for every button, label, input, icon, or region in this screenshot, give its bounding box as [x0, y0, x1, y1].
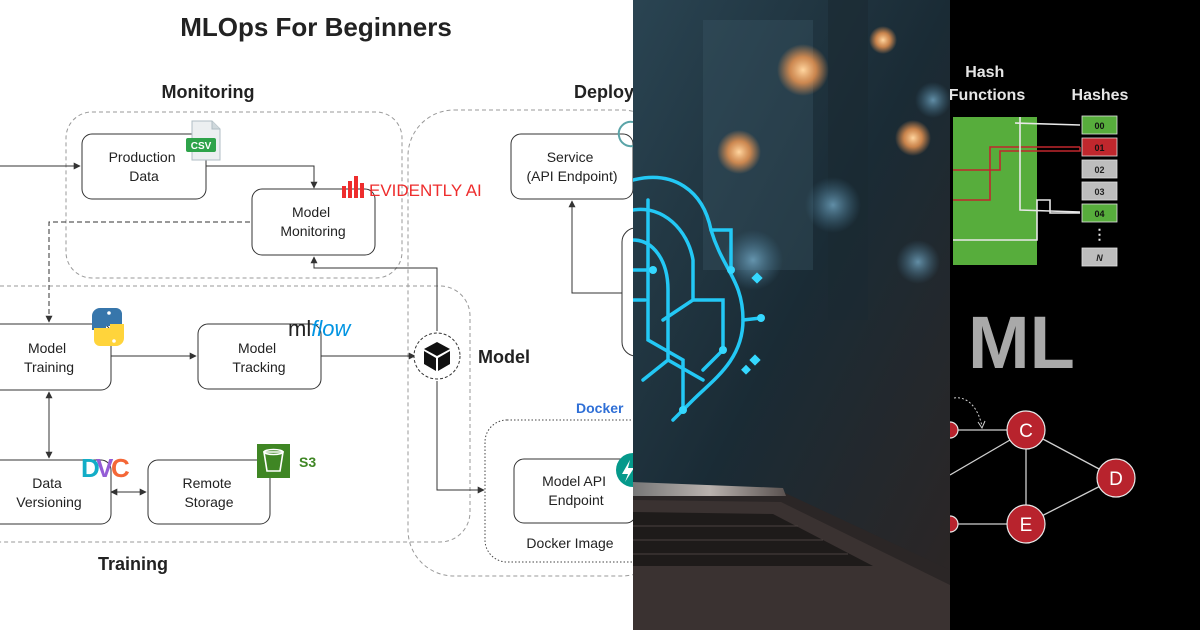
dvc-logo: D V C — [81, 453, 130, 483]
model-tracking-box[interactable] — [197, 323, 322, 390]
docker-label: Docker — [576, 400, 624, 416]
model-tracking-label: Model Tracking — [232, 340, 285, 375]
csv-file-icon: CSV — [186, 120, 221, 161]
hash-function-block — [953, 117, 1037, 265]
hash-slot-list: 00 01 02 03 04 ⋮ N — [1081, 115, 1118, 267]
monitoring-section — [65, 111, 403, 279]
service-box[interactable] — [510, 133, 634, 200]
hash-slot-label: N — [1096, 253, 1103, 263]
hash-slot-label: 03 — [1094, 187, 1104, 197]
remote-storage-label: Remote Storage — [183, 475, 236, 510]
model-training-label: Model Training — [24, 340, 74, 375]
hashes-header: Hashes — [1072, 87, 1129, 104]
graph-node-d: D — [1096, 458, 1136, 498]
hash-slot-label: 01 — [1094, 143, 1104, 153]
mlops-diagram-panel: MLOps For Beginners Monitoring Deploy Tr… — [0, 12, 669, 577]
kubernetes-icon — [617, 120, 634, 148]
hash-slot: N — [1081, 247, 1118, 267]
hashing-graph-illustration: Hash Functions Hashes 00 01 02 03 04 ⋮ N ML C … — [941, 64, 1136, 544]
svg-text:S3: S3 — [299, 454, 316, 470]
hash-slot: 02 — [1081, 159, 1118, 179]
evidently-ai-logo: EVIDENTLY AI — [342, 176, 482, 200]
model-label: Model — [478, 347, 530, 367]
svg-text:EVIDENTLY AI: EVIDENTLY AI — [369, 181, 482, 200]
data-versioning-box[interactable] — [0, 459, 112, 525]
model-monitoring-label: Model Monitoring — [280, 204, 345, 239]
deploy-label: Deploy — [574, 82, 633, 102]
svg-text:mlflow: mlflow — [288, 316, 352, 341]
svg-text:CSV: CSV — [191, 141, 212, 152]
hash-functions-header: Hash Functions — [950, 64, 1025, 104]
production-data-box[interactable] — [81, 133, 207, 200]
hash-slot: 04 — [1081, 203, 1118, 223]
training-section — [0, 285, 471, 543]
hash-slot: ⋮ — [1093, 226, 1107, 242]
hash-slot-label: 00 — [1094, 121, 1104, 131]
mlflow-logo: mlflow — [288, 316, 352, 341]
model-training-box[interactable] — [0, 323, 112, 391]
mlops-diagram: MLOps For Beginners Monitoring Deploy Tr… — [0, 12, 669, 577]
svg-text:D: D — [1109, 469, 1123, 490]
hash-slot: 00 — [1081, 115, 1118, 135]
monitoring-label: Monitoring — [162, 82, 255, 102]
production-data-label: Production Data — [109, 149, 180, 184]
hash-slot-label: 04 — [1094, 209, 1104, 219]
graph-node-c: C — [1006, 410, 1046, 450]
photo-illustration — [631, 0, 951, 630]
deploy-partial-box — [621, 227, 663, 357]
training-label: Training — [98, 554, 168, 574]
svg-text:D: D — [81, 453, 100, 483]
model-api-box[interactable] — [513, 458, 637, 524]
model-api-label: Model API Endpoint — [542, 473, 610, 508]
self-loop-arrow — [953, 397, 983, 427]
remote-storage-box[interactable] — [147, 459, 271, 525]
ai-brain-laptop-photo — [631, 0, 951, 630]
hash-slot-label: 02 — [1094, 165, 1104, 175]
laptop-graphic — [633, 482, 950, 630]
ml-big-label: ML — [968, 301, 1075, 384]
s3-bucket-icon: S3 — [257, 444, 316, 478]
svg-text:C: C — [1019, 421, 1033, 442]
svg-text:E: E — [1020, 515, 1033, 536]
hash-mapping-lines — [953, 117, 1081, 241]
hash-slot: 03 — [1081, 181, 1118, 201]
svg-text:V: V — [96, 453, 114, 483]
graph-node-e: E — [1006, 504, 1046, 544]
hash-slot: 01 — [1081, 137, 1118, 157]
graph-nodes: C D E — [941, 410, 1136, 544]
hash-slot-label: ⋮ — [1093, 226, 1107, 242]
svg-text:C: C — [111, 453, 130, 483]
data-versioning-label: Data Versioning — [16, 475, 81, 510]
hashing-ml-panel: Hash Functions Hashes 00 01 02 03 04 ⋮ N ML C … — [941, 0, 1200, 630]
docker-section — [484, 419, 656, 563]
docker-image-label: Docker Image — [526, 535, 613, 551]
model-monitoring-box[interactable] — [251, 188, 376, 256]
model-cube-icon — [413, 332, 461, 380]
service-label: Service (API Endpoint) — [526, 149, 617, 184]
python-logo-icon — [92, 308, 124, 346]
page-title: MLOps For Beginners — [180, 12, 452, 42]
